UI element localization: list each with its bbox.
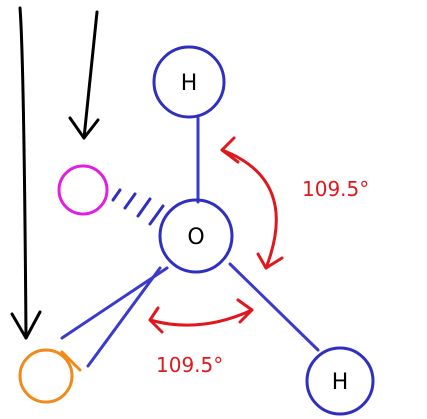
lone-pair-orange-tick xyxy=(60,350,82,372)
angle-arcs xyxy=(148,136,284,334)
atom-h-bottom: H xyxy=(305,346,375,416)
pointer-arrows xyxy=(10,6,100,340)
bond-o-h-bottom xyxy=(228,262,320,352)
angle-label-lower: 109.5° xyxy=(156,353,223,377)
lone-pair-orange-circle xyxy=(18,348,74,404)
angle-arc-upper-head-bottom xyxy=(256,252,284,270)
angle-arc-lower-head-right xyxy=(236,298,254,324)
atom-h-bottom-label: H xyxy=(332,370,349,395)
bond-o-lone-pair-orange-1 xyxy=(60,266,169,340)
angle-arc-upper-head-top xyxy=(220,136,240,164)
bond-o-lone-pair-orange-2 xyxy=(86,266,162,368)
arrow-to-orange-lone-pair xyxy=(18,6,28,340)
arrow-head-magenta xyxy=(68,116,100,140)
angle-arc-upper xyxy=(220,148,278,270)
lone-pair-magenta-circle xyxy=(57,164,109,216)
hashed-bond xyxy=(111,188,165,226)
angle-arc-lower-head-left xyxy=(148,306,164,334)
angle-label-upper: 109.5° xyxy=(302,177,369,201)
atom-o-center-circle xyxy=(158,198,234,274)
angle-arc-lower xyxy=(148,308,254,327)
arrow-to-magenta-lone-pair xyxy=(82,10,99,140)
atom-o-center: O xyxy=(158,198,234,274)
atom-h-top-label: H xyxy=(181,71,198,96)
atom-h-top-circle xyxy=(152,45,226,119)
arrow-head-orange xyxy=(10,310,42,340)
atom-h-bottom-circle xyxy=(305,346,375,416)
atom-o-center-label: O xyxy=(187,225,204,250)
atom-h-top: H xyxy=(152,45,226,119)
bonds xyxy=(60,116,320,368)
